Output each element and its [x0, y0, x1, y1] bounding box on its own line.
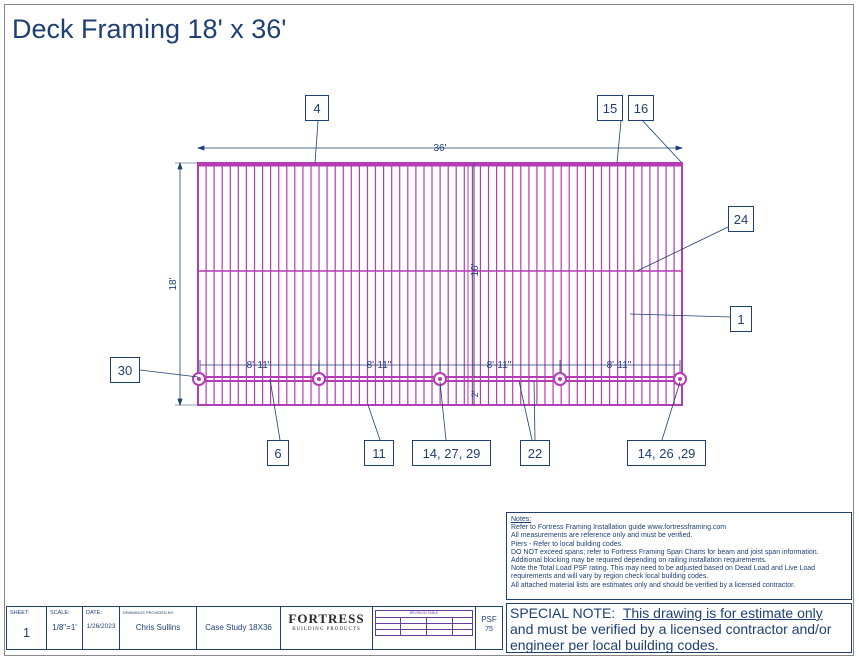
leader-4	[314, 120, 319, 164]
notes-line: requirements and will vary by region che…	[511, 573, 709, 581]
leader-11	[367, 404, 381, 441]
revision-table-label: REVISION TABLE	[409, 611, 439, 615]
notes-line: Note the Total Load PSF rating. This may…	[511, 565, 816, 573]
joist-span-dimension: 16'	[470, 263, 481, 276]
cantilever-dimension: 2'	[470, 390, 480, 397]
leader-6	[269, 378, 281, 441]
revision-table: REVISION TABLE	[373, 607, 476, 649]
callout-14-27-29: 14, 27, 29	[412, 440, 491, 466]
callout-11: 11	[364, 440, 394, 466]
date-value: 1/26/2023	[86, 623, 116, 630]
page-title: Deck Framing 18' x 36'	[12, 14, 287, 44]
callout-14-26-29: 14, 26 ,29	[627, 440, 706, 466]
scale-cell: SCALE: 1/8"=1'	[47, 607, 83, 649]
pier-spacing-2: 8'-11"	[367, 360, 392, 371]
arrow	[177, 398, 183, 407]
pier-dimension-group	[199, 360, 681, 372]
date-label: DATE:	[86, 610, 102, 616]
pier-center	[317, 377, 321, 381]
drawn-by-value: Chris Sullins	[135, 623, 181, 632]
callout-24: 24	[728, 206, 754, 232]
notes-line: Refer to Fortress Framing Installation g…	[511, 524, 727, 532]
pier-group	[192, 372, 687, 386]
drawn-by-cell: DRAWINGS PROVIDED BY: Chris Sullins	[120, 607, 197, 649]
leader-15	[616, 120, 622, 164]
leader-22b	[533, 380, 536, 441]
pier-spacing-1: 8'-11"	[247, 360, 272, 371]
callout-30: 30	[110, 357, 140, 383]
callout-1: 1	[730, 306, 752, 332]
callout-15: 15	[597, 95, 623, 121]
scale-value: 1/8"=1'	[52, 623, 77, 632]
pier-center	[438, 377, 442, 381]
pier-center	[197, 377, 201, 381]
drawn-by-label: DRAWINGS PROVIDED BY:	[123, 610, 175, 615]
leader-30	[139, 369, 199, 378]
special-note-prefix: SPECIAL NOTE:	[510, 605, 616, 621]
notes-heading: Notes:	[511, 516, 532, 523]
revision-grid: REVISION TABLE	[375, 610, 473, 636]
notes-line: All measurements are reference only and …	[511, 532, 693, 540]
psf-label: PSF	[481, 615, 497, 624]
leader-1	[629, 313, 731, 318]
fortress-logo: FORTRESS BUILDING PRODUCTS	[288, 611, 365, 632]
special-note-text: and must be verified by a licensed contr…	[510, 621, 832, 653]
callout-22: 22	[520, 440, 550, 466]
arrow	[196, 145, 205, 151]
rim-joist	[197, 162, 683, 406]
date-cell: DATE: 1/26/2023	[83, 607, 120, 649]
notes-box: Notes: Refer to Fortress Framing Install…	[506, 512, 852, 600]
arrow	[675, 145, 684, 151]
pier-spacing-4: 8'-11"	[607, 360, 632, 371]
sheet-number: 1	[22, 625, 31, 640]
pier-spacing-3: 8'-11"	[487, 360, 512, 371]
project-name: Case Study 18X36	[205, 623, 272, 632]
psf-value: 75	[485, 626, 493, 633]
project-cell: Case Study 18X36	[197, 607, 281, 649]
width-dimension: 36'	[433, 143, 446, 154]
callout-4: 4	[305, 95, 329, 121]
leader-24	[636, 226, 729, 272]
drawing-sheet	[4, 4, 854, 656]
psf-cell: PSF 75	[476, 607, 502, 649]
notes-line: All attached material lists are estimate…	[511, 581, 796, 589]
arrow	[177, 161, 183, 170]
leader-22a	[518, 380, 533, 441]
leader-14-27-29	[439, 381, 447, 441]
leader-16	[640, 118, 682, 163]
scale-label: SCALE:	[50, 610, 70, 616]
notes-line: Piers - Refer to local building codes.	[511, 540, 624, 548]
sheet-cell: SHEET: 1	[7, 607, 47, 649]
callout-16: 16	[628, 95, 654, 121]
title-block: SHEET: 1 SCALE: 1/8"=1' DATE: 1/26/2023 …	[6, 606, 503, 650]
logo-cell: FORTRESS BUILDING PRODUCTS	[281, 607, 373, 649]
callout-6: 6	[267, 440, 289, 466]
special-note: SPECIAL NOTE: This drawing is for estima…	[506, 603, 852, 653]
depth-dimension: 18'	[168, 277, 179, 290]
notes-line: Additional blocking may be required depe…	[511, 557, 767, 565]
leader-14-26-29	[661, 381, 681, 441]
sheet-label: SHEET:	[10, 610, 30, 616]
special-note-emphasis: This drawing is for estimate only	[622, 605, 823, 621]
pier-center	[558, 377, 562, 381]
notes-line: DO NOT exceed spans; refer to Fortress F…	[511, 548, 819, 556]
pier-center	[678, 377, 682, 381]
